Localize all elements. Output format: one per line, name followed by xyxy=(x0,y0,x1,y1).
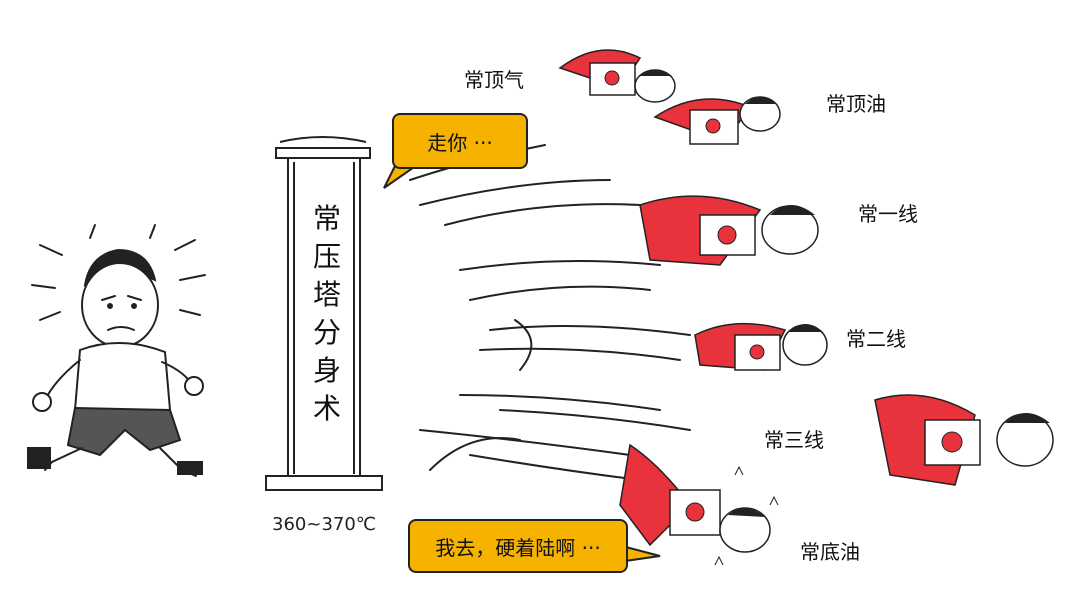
speech-bubble-top: 走你 ··· xyxy=(392,113,528,169)
hero-figure-line1 xyxy=(639,195,819,266)
hero-figure-gas xyxy=(558,49,676,103)
fraction-label-line1: 常一线 xyxy=(858,202,918,226)
speech-bubble-bottom: 我去，硬着陆啊 ··· xyxy=(408,519,628,573)
fraction-label-line3: 常三线 xyxy=(764,428,824,452)
fraction-label-gas: 常顶气 xyxy=(464,68,524,92)
tower-label: 常 压 塔 分 身 术 xyxy=(312,202,341,425)
fraction-label-line2: 常二线 xyxy=(846,327,906,351)
fraction-label-top-oil: 常顶油 xyxy=(826,92,886,116)
distillation-tower xyxy=(265,136,383,491)
hero-figure-line2 xyxy=(694,322,828,371)
hero-figure-top-oil xyxy=(653,96,781,145)
temperature-label: 360~370℃ xyxy=(272,514,377,535)
angry-man-figure xyxy=(27,224,206,477)
motion-lines xyxy=(409,144,691,481)
hero-figure-bottom-oil xyxy=(619,443,779,566)
hero-figure-line3 xyxy=(874,394,1054,486)
fraction-label-bottom-oil: 常底油 xyxy=(800,540,860,564)
